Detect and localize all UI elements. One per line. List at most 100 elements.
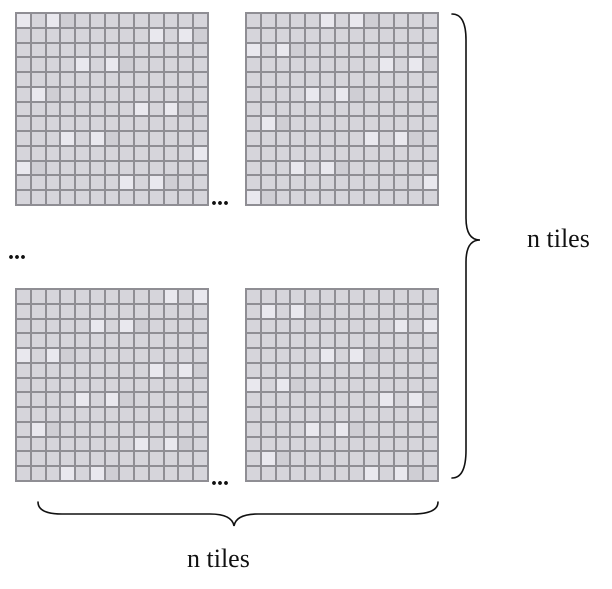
- tile: [276, 408, 290, 421]
- tile-block-top-right: [245, 12, 439, 206]
- tile-block-top-left: [15, 12, 209, 206]
- tile: [76, 73, 89, 86]
- tile: [291, 363, 305, 377]
- tile: [335, 452, 349, 466]
- tile: [261, 452, 275, 466]
- tile: [61, 132, 75, 145]
- tile: [394, 393, 408, 407]
- tile: [61, 378, 75, 392]
- tile: [194, 146, 207, 160]
- tile: [379, 58, 393, 72]
- tile: [194, 378, 207, 392]
- tile: [120, 28, 134, 42]
- tile: [31, 349, 45, 362]
- tile: [61, 363, 75, 377]
- tile: [31, 408, 45, 421]
- tile: [276, 146, 290, 160]
- tile: [90, 363, 104, 377]
- tile: [335, 408, 349, 421]
- tile: [61, 87, 75, 101]
- tile: [90, 161, 104, 175]
- vertical-count-label: n tiles: [527, 224, 590, 253]
- tile: [276, 422, 290, 436]
- tile: [120, 191, 134, 204]
- tile: [17, 378, 30, 392]
- tile: [90, 452, 104, 466]
- tile: [247, 349, 260, 362]
- tile: [46, 378, 60, 392]
- tile: [179, 408, 193, 421]
- tile: [105, 87, 119, 101]
- tile: [17, 146, 30, 160]
- tile: [247, 28, 260, 42]
- tile: [17, 452, 30, 466]
- tile: [61, 422, 75, 436]
- tile: [409, 452, 423, 466]
- tile: [179, 87, 193, 101]
- tile: [424, 191, 437, 204]
- tile: [164, 43, 178, 57]
- tile: [261, 146, 275, 160]
- tile: [120, 334, 134, 348]
- tile: [194, 132, 207, 145]
- tile: [276, 319, 290, 333]
- tile: [194, 14, 207, 27]
- tile: [335, 393, 349, 407]
- tile: [291, 176, 305, 190]
- tile: [379, 87, 393, 101]
- tile: [424, 161, 437, 175]
- tile: [379, 334, 393, 348]
- tile: [31, 334, 45, 348]
- tile: [164, 393, 178, 407]
- tile: [424, 43, 437, 57]
- tile: [320, 28, 334, 42]
- tile: [335, 349, 349, 362]
- tile: [365, 422, 378, 436]
- tile: [379, 393, 393, 407]
- tile: [17, 467, 30, 480]
- tile: [365, 73, 378, 86]
- tile: [76, 14, 89, 27]
- tile: [306, 378, 319, 392]
- tile: [350, 117, 364, 131]
- tile: [335, 304, 349, 318]
- tile: [61, 102, 75, 116]
- tile: [306, 422, 319, 436]
- tile: [320, 437, 334, 451]
- tile: [164, 452, 178, 466]
- tile: [76, 117, 89, 131]
- tile: [61, 146, 75, 160]
- tile: [306, 408, 319, 421]
- tile: [335, 290, 349, 303]
- tile: [149, 319, 163, 333]
- tile: [61, 393, 75, 407]
- tile: [350, 422, 364, 436]
- tile: [306, 437, 319, 451]
- tile: [394, 304, 408, 318]
- tile: [291, 378, 305, 392]
- tile: [90, 117, 104, 131]
- tile: [120, 378, 134, 392]
- tile: [90, 146, 104, 160]
- tile: [409, 87, 423, 101]
- tile: [291, 290, 305, 303]
- tile: [120, 102, 134, 116]
- tile: [90, 437, 104, 451]
- tile: [261, 176, 275, 190]
- tile: [76, 437, 89, 451]
- tile: [350, 14, 364, 27]
- tile: [335, 161, 349, 175]
- tile: [365, 467, 378, 480]
- tile: [194, 334, 207, 348]
- tile: [76, 146, 89, 160]
- tile: [291, 73, 305, 86]
- tile: [46, 146, 60, 160]
- tile: [335, 146, 349, 160]
- tile: [379, 422, 393, 436]
- tile: [149, 117, 163, 131]
- tile: [120, 161, 134, 175]
- tile: [105, 467, 119, 480]
- tile: [76, 161, 89, 175]
- tile: [105, 349, 119, 362]
- tile: [335, 14, 349, 27]
